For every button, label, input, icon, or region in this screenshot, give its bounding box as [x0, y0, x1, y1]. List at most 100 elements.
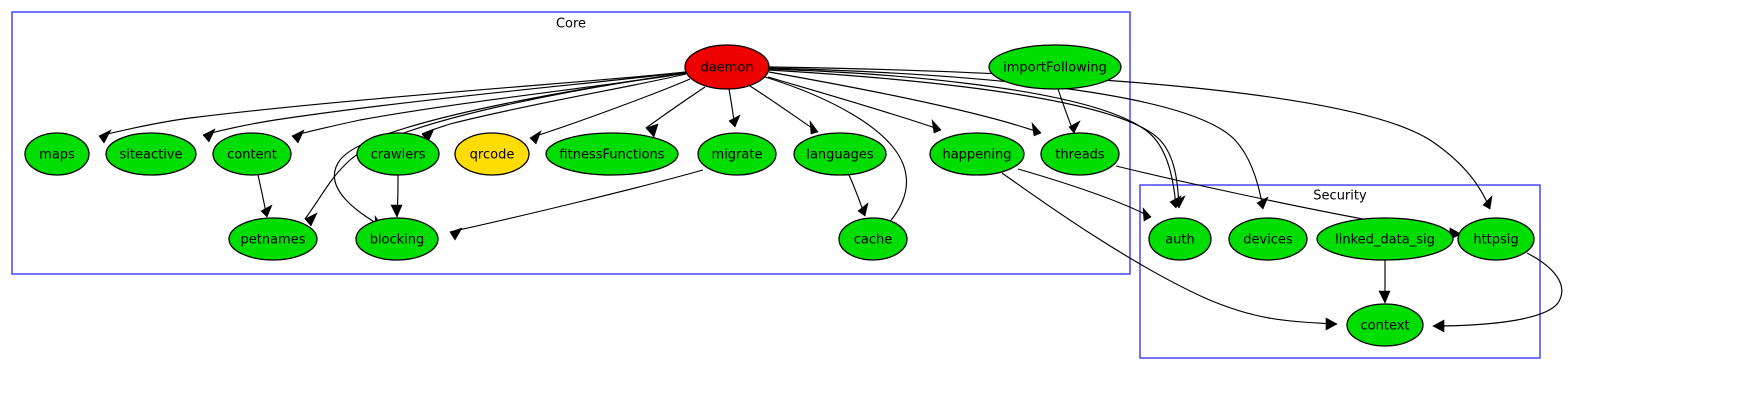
node-qrcode[interactable]: qrcode: [454, 132, 530, 176]
edge-daemon-to-migrate: [728, 88, 741, 128]
node-ellipse-devices[interactable]: [1228, 217, 1308, 261]
edge-daemon-to-maps: [98, 71, 687, 144]
edge-line: [768, 71, 1042, 134]
node-ellipse-happening[interactable]: [929, 132, 1025, 176]
node-linked_data_sig[interactable]: linked_data_sig: [1316, 217, 1454, 261]
node-ellipse-context[interactable]: [1346, 303, 1424, 347]
arrowhead-icon: [202, 128, 216, 143]
edge-line: [1432, 252, 1563, 327]
node-migrate[interactable]: migrate: [697, 132, 777, 176]
edge-happening-to-context: [1001, 172, 1338, 331]
arrowhead-icon: [645, 123, 659, 138]
arrowhead-icon: [1325, 317, 1338, 331]
node-content[interactable]: content: [212, 132, 292, 176]
node-ellipse-qrcode[interactable]: [454, 132, 530, 176]
node-ellipse-migrate[interactable]: [697, 132, 777, 176]
edge-line: [749, 85, 819, 133]
node-httpsig[interactable]: httpsig: [1457, 217, 1535, 261]
edge-content-to-petnames: [257, 174, 273, 218]
arrowhead-icon: [857, 202, 869, 217]
edge-daemon-to-threads: [768, 71, 1042, 137]
arrowhead-icon: [98, 129, 112, 144]
edge-importFollowing-to-threads: [1057, 88, 1081, 134]
node-blocking[interactable]: blocking: [355, 217, 439, 261]
node-ellipse-daemon[interactable]: [684, 44, 770, 90]
node-ellipse-auth[interactable]: [1148, 217, 1212, 261]
node-crawlers[interactable]: crawlers: [356, 132, 440, 176]
node-maps[interactable]: maps: [24, 132, 90, 176]
node-ellipse-importFollowing[interactable]: [988, 44, 1122, 90]
edge-line: [421, 73, 687, 135]
arrowhead-icon: [1482, 195, 1493, 210]
node-fitnessFunctions[interactable]: fitnessFunctions: [545, 132, 679, 176]
node-label-auth: auth: [1165, 233, 1195, 248]
edge-daemon-to-happening: [767, 76, 942, 134]
arrowhead-icon: [291, 129, 305, 144]
arrowhead-icon: [1142, 207, 1152, 222]
edge-line: [767, 76, 942, 131]
edge-daemon-to-httpsig: [768, 66, 1493, 210]
node-context[interactable]: context: [1346, 303, 1424, 347]
node-ellipse-blocking[interactable]: [355, 217, 439, 261]
node-ellipse-fitnessFunctions[interactable]: [545, 132, 679, 176]
arrowhead-icon: [529, 130, 542, 145]
cluster-label-core: Core: [556, 17, 586, 32]
arrowhead-icon: [260, 204, 273, 218]
node-ellipse-languages[interactable]: [793, 132, 887, 176]
arrowhead-icon: [1173, 195, 1186, 209]
edge-line: [645, 86, 706, 129]
node-label-cache: cache: [854, 233, 893, 248]
edge-crawlers-to-blocking: [390, 174, 403, 218]
cluster-border-security: [1139, 184, 1541, 359]
arrowhead-icon: [728, 114, 741, 128]
node-label-context: context: [1361, 319, 1410, 334]
node-label-httpsig: httpsig: [1473, 233, 1518, 248]
arrowhead-icon: [809, 119, 819, 135]
node-ellipse-linked_data_sig[interactable]: [1316, 217, 1454, 261]
node-ellipse-threads[interactable]: [1040, 132, 1120, 176]
node-siteactive[interactable]: siteactive: [105, 132, 197, 176]
node-ellipse-crawlers[interactable]: [356, 132, 440, 176]
node-label-qrcode: qrcode: [470, 148, 515, 163]
arrowhead-icon: [1068, 120, 1081, 134]
node-layer: daemon importFollowing maps siteactive conte…: [24, 44, 1535, 347]
edge-daemon-to-languages: [749, 85, 819, 135]
node-importFollowing[interactable]: importFollowing: [988, 44, 1122, 90]
node-languages[interactable]: languages: [793, 132, 887, 176]
node-ellipse-httpsig[interactable]: [1457, 217, 1535, 261]
edge-line: [768, 68, 1177, 209]
edge-happening-to-auth: [1017, 168, 1152, 222]
node-threads[interactable]: threads: [1040, 132, 1120, 176]
edge-linked_data_sig-to-context: [1378, 259, 1391, 304]
edge-daemon-to-qrcode: [529, 78, 691, 145]
node-cache[interactable]: cache: [838, 217, 908, 261]
arrowhead-icon: [1031, 122, 1042, 137]
edge-line: [768, 69, 1180, 209]
node-ellipse-petnames[interactable]: [228, 217, 318, 261]
node-label-siteactive: siteactive: [120, 148, 183, 163]
node-petnames[interactable]: petnames: [228, 217, 318, 261]
node-ellipse-siteactive[interactable]: [105, 132, 197, 176]
edge-httpsig-to-context: [1432, 252, 1563, 333]
edge-line: [768, 66, 1491, 210]
edge-line: [98, 71, 687, 137]
node-ellipse-maps[interactable]: [24, 132, 90, 176]
node-ellipse-content[interactable]: [212, 132, 292, 176]
node-ellipse-cache[interactable]: [838, 217, 908, 261]
edge-line: [449, 169, 704, 233]
node-happening[interactable]: happening: [929, 132, 1025, 176]
edge-migrate-to-blocking: [449, 169, 704, 241]
node-label-devices: devices: [1243, 233, 1293, 248]
edge-line: [1001, 172, 1338, 325]
edge-daemon-to-siteactive: [202, 71, 687, 143]
node-label-importFollowing: importFollowing: [1003, 61, 1107, 76]
node-label-crawlers: crawlers: [371, 148, 426, 163]
edge-line: [202, 71, 687, 136]
node-label-blocking: blocking: [370, 233, 425, 248]
node-auth[interactable]: auth: [1148, 217, 1212, 261]
node-daemon[interactable]: daemon: [684, 44, 770, 90]
node-devices[interactable]: devices: [1228, 217, 1308, 261]
arrowhead-icon: [449, 227, 463, 241]
